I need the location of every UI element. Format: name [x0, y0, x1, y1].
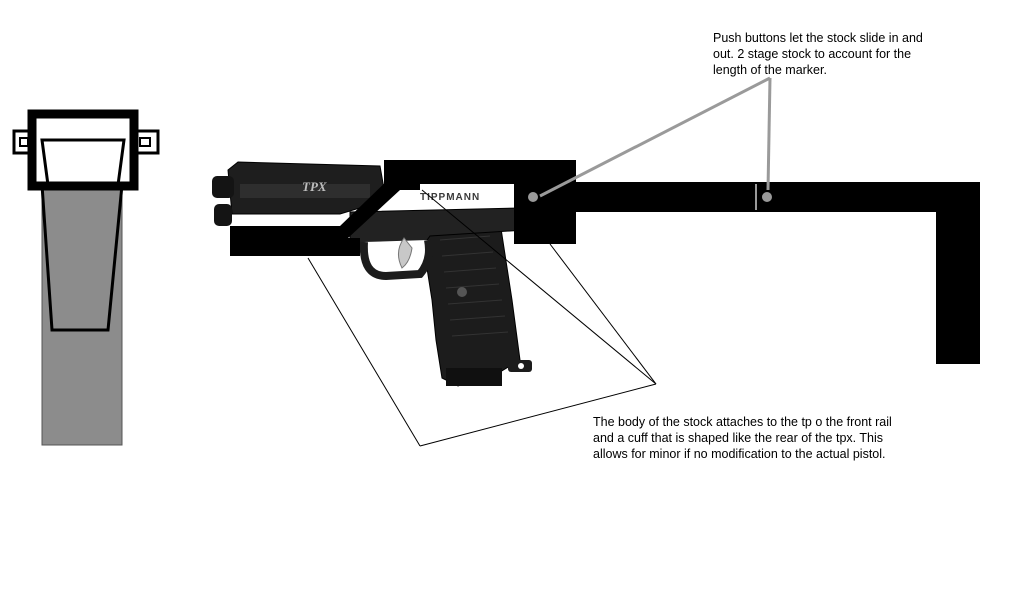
stock-slide-annotation: Push buttons let the stock slide in and … [713, 30, 923, 78]
annotation-line: length of the marker. [713, 63, 827, 77]
slide-upper-stripe [240, 184, 370, 198]
push-button-rear [762, 192, 772, 202]
muzzle-top [212, 176, 234, 198]
pointer-front-button [539, 76, 771, 198]
stock-end-view [12, 109, 160, 446]
end-view-rail-tab-right-slot [139, 137, 151, 147]
push-button-front [528, 192, 538, 202]
grip-screw [457, 287, 467, 297]
annotation-line: and a cuff that is shaped like the rear … [593, 431, 883, 445]
attach-leaders [307, 189, 657, 447]
annotation-line: The body of the stock attaches to the tp… [593, 415, 892, 429]
button-pointers [539, 76, 772, 198]
trigger [398, 237, 413, 269]
trigger-guard [359, 239, 433, 281]
leader-to-cuff-a [421, 189, 657, 385]
end-view-rail-tab-right [132, 129, 160, 155]
stock-attach-annotation: The body of the stock attaches to the tp… [593, 414, 892, 462]
leader-base [419, 383, 657, 447]
leader-to-rail [307, 257, 421, 447]
lanyard-loop-hole [518, 363, 524, 369]
pointer-rear-button [766, 77, 772, 191]
stock [230, 160, 980, 364]
end-view-rail-tab-left [12, 129, 36, 155]
end-view-rail-tab-left-slot [19, 137, 29, 147]
pistol: TPX TIPPMANN [212, 161, 532, 387]
pistol-grip [419, 221, 521, 387]
muzzle-bottom [214, 204, 232, 226]
pistol-brand-mark: TIPPMANN [420, 192, 480, 203]
end-view-cuff [40, 138, 126, 187]
annotation-line: allows for minor if no modification to t… [593, 447, 886, 461]
stock-rail-bar [230, 238, 360, 256]
annotation-line: Push buttons let the stock slide in and [713, 31, 923, 45]
leader-to-cuff-b [549, 243, 657, 385]
grip-bottom [446, 368, 502, 386]
grip-texture [439, 235, 509, 337]
annotation-line: out. 2 stage stock to account for the [713, 47, 912, 61]
pistol-model-mark: TPX [302, 179, 327, 194]
stock-butt-plate [936, 182, 980, 364]
